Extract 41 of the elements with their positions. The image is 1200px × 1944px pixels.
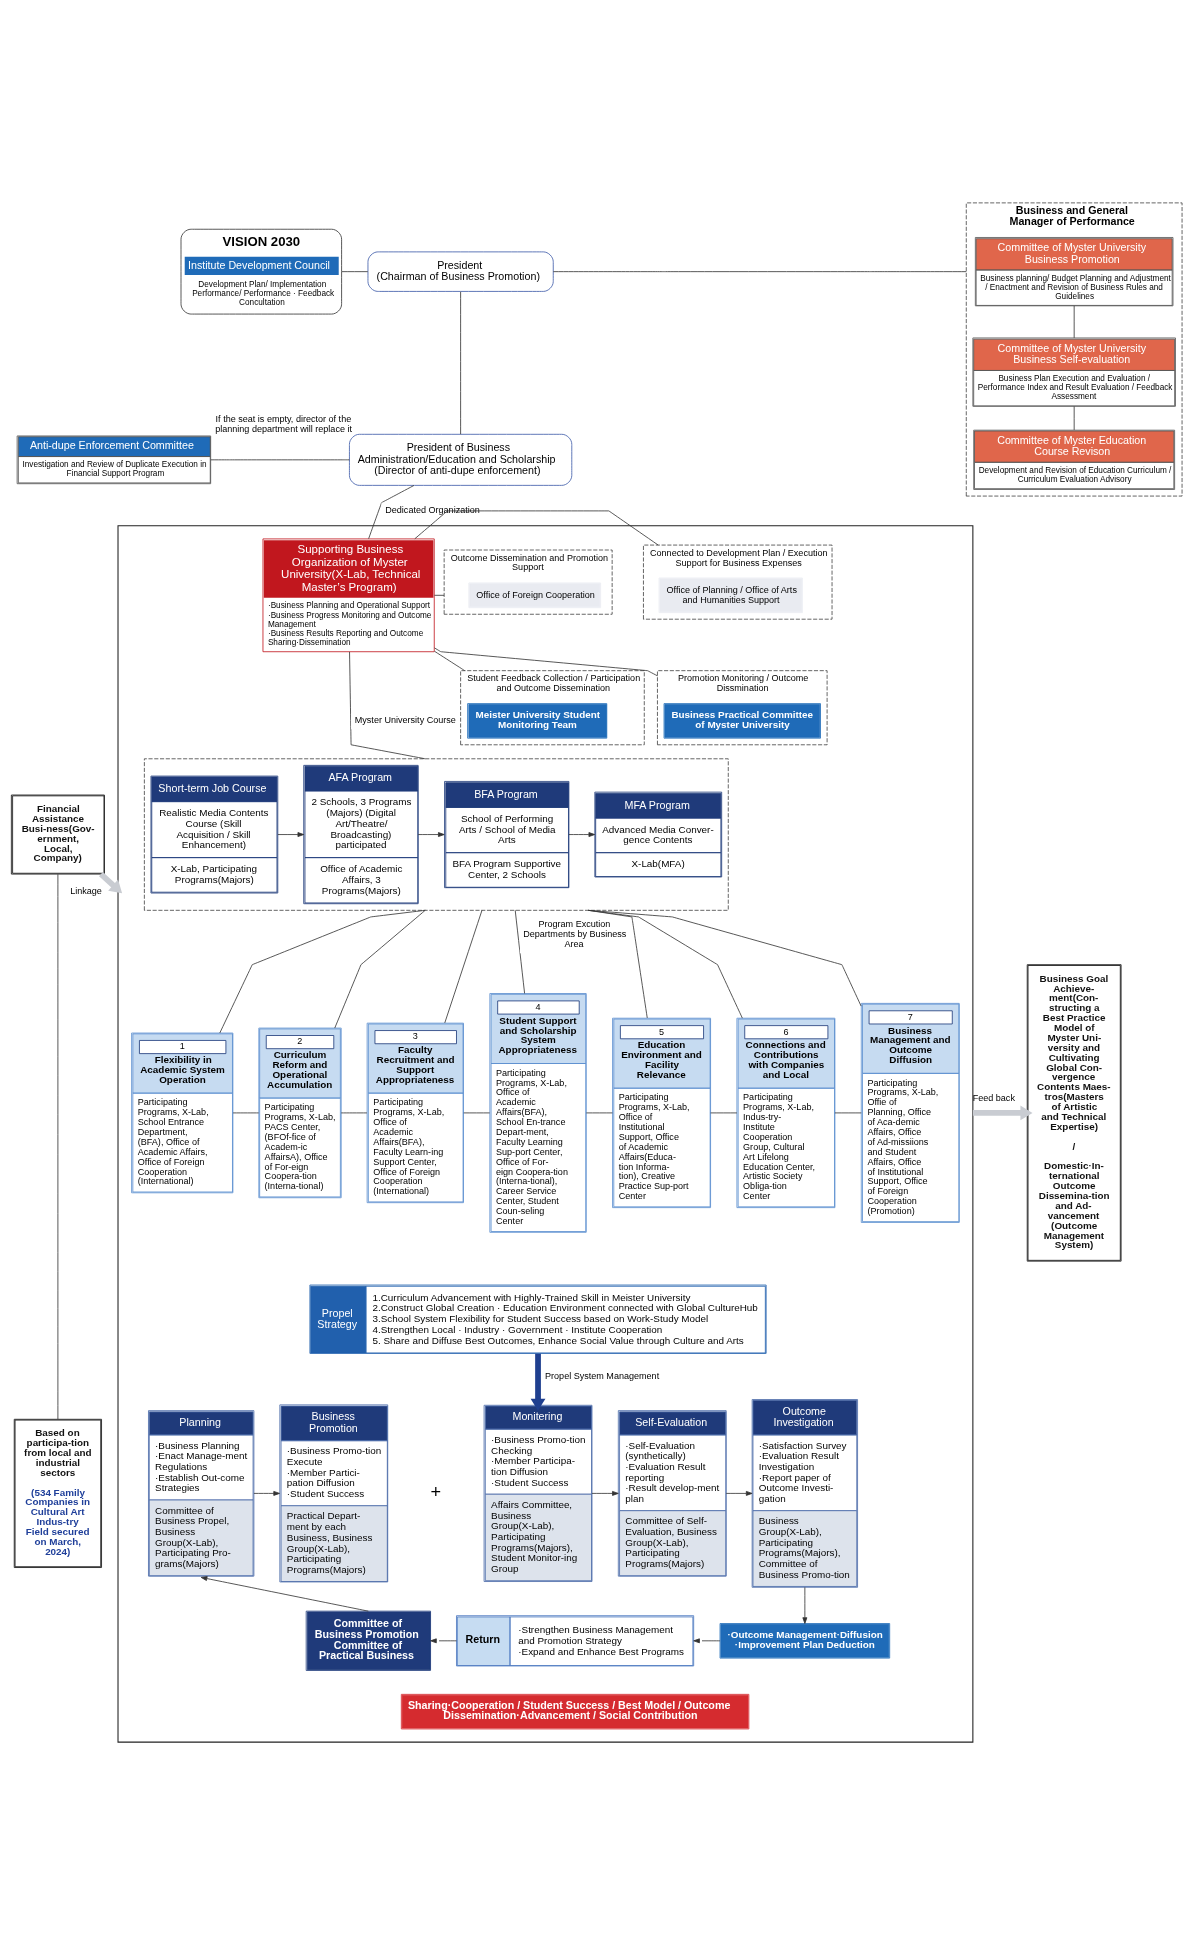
arrow bbox=[591, 1490, 619, 1496]
arrow bbox=[802, 1586, 808, 1624]
connector bbox=[334, 909, 426, 1028]
arrow bbox=[99, 871, 123, 893]
arrow bbox=[430, 1637, 457, 1643]
arrow bbox=[253, 1490, 280, 1496]
connector bbox=[444, 909, 483, 1023]
connector bbox=[349, 651, 426, 759]
edge-label: Myster University Course bbox=[354, 714, 456, 725]
connector bbox=[341, 270, 369, 272]
arrow bbox=[277, 831, 305, 837]
cluster bbox=[117, 524, 974, 1743]
arrow bbox=[200, 1575, 369, 1612]
connector bbox=[552, 270, 967, 272]
connector bbox=[1073, 305, 1075, 338]
arrow bbox=[693, 1637, 721, 1643]
edge-label: Program Excution Departments by Business Area bbox=[523, 918, 627, 949]
connector bbox=[434, 594, 445, 596]
connector bbox=[1073, 405, 1075, 430]
edge-label: Linkage bbox=[70, 885, 102, 896]
connector bbox=[210, 458, 350, 460]
node-label: If the seat is empty, director of the planning department will replace it bbox=[215, 413, 352, 434]
connector bbox=[587, 909, 862, 1007]
label: + bbox=[430, 1481, 442, 1502]
connector bbox=[460, 290, 462, 435]
connector bbox=[219, 909, 426, 1033]
edge-label: Feed back bbox=[972, 1092, 1015, 1103]
arrow bbox=[568, 831, 596, 837]
connector bbox=[414, 509, 659, 545]
arrow bbox=[530, 1353, 546, 1411]
connector bbox=[514, 909, 525, 994]
edge-label: Dedicated Organization bbox=[385, 504, 480, 515]
cluster bbox=[143, 757, 729, 911]
connector bbox=[368, 484, 415, 539]
arrow bbox=[725, 1490, 753, 1496]
arrow bbox=[972, 1105, 1033, 1120]
connector bbox=[57, 873, 59, 1419]
arrow bbox=[417, 831, 445, 837]
connector bbox=[434, 650, 466, 671]
edge-label: Propel System Management bbox=[545, 1370, 660, 1381]
connector bbox=[434, 647, 658, 676]
